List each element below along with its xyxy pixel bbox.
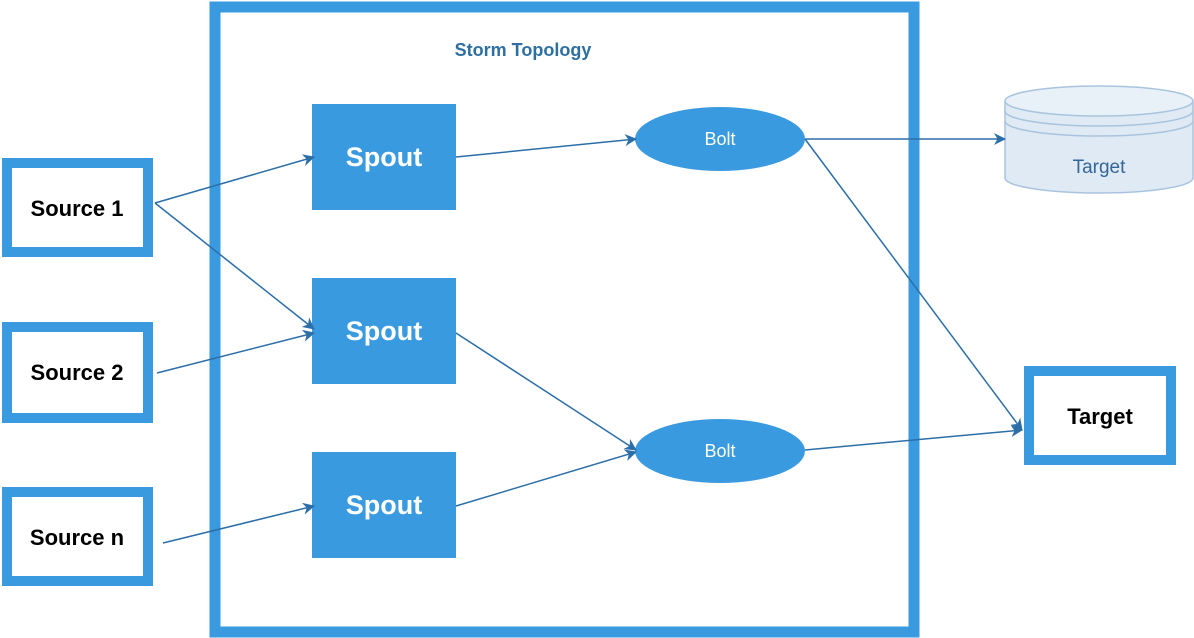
edge-sourcen-spout3 xyxy=(162,502,315,544)
database-target-label: Target xyxy=(1073,157,1127,178)
edge-spout1-bolt1 xyxy=(455,134,637,158)
target-box-label: Target xyxy=(1067,404,1133,429)
spout-label-2: Spout xyxy=(346,316,422,346)
bolt-label-1: Bolt xyxy=(704,129,735,149)
source-node-2: Source 2 xyxy=(2,322,153,423)
source-node-1: Source 1 xyxy=(2,158,153,257)
spout-label-3: Spout xyxy=(346,490,422,520)
edge-source1-spout2 xyxy=(154,202,315,330)
topology-title: Storm Topology xyxy=(455,40,592,60)
spout-node-2: Spout xyxy=(312,278,456,384)
spout-node-3: Spout xyxy=(312,452,456,558)
edge-bolt2-target xyxy=(804,425,1023,451)
edge-bolt1-target xyxy=(804,138,1023,431)
edge-source1-spout1 xyxy=(154,154,315,204)
source-label-n: Source n xyxy=(30,525,124,550)
edge-spout2-bolt2 xyxy=(455,332,637,451)
target-box-node: Target xyxy=(1024,366,1176,465)
source-label-1: Source 1 xyxy=(31,196,124,221)
bolt-label-2: Bolt xyxy=(704,441,735,461)
spout-label-1: Spout xyxy=(346,142,422,172)
bolt-node-2: Bolt xyxy=(635,419,805,483)
source-label-2: Source 2 xyxy=(31,360,124,385)
topology-container xyxy=(209,1,920,638)
bolt-node-1: Bolt xyxy=(635,107,805,171)
spout-node-1: Spout xyxy=(312,104,456,210)
cylinder-database-icon: Target xyxy=(1004,85,1194,194)
edge-spout3-bolt2 xyxy=(455,449,637,507)
edge-source2-spout2 xyxy=(156,329,315,374)
source-node-n: Source n xyxy=(2,487,153,586)
